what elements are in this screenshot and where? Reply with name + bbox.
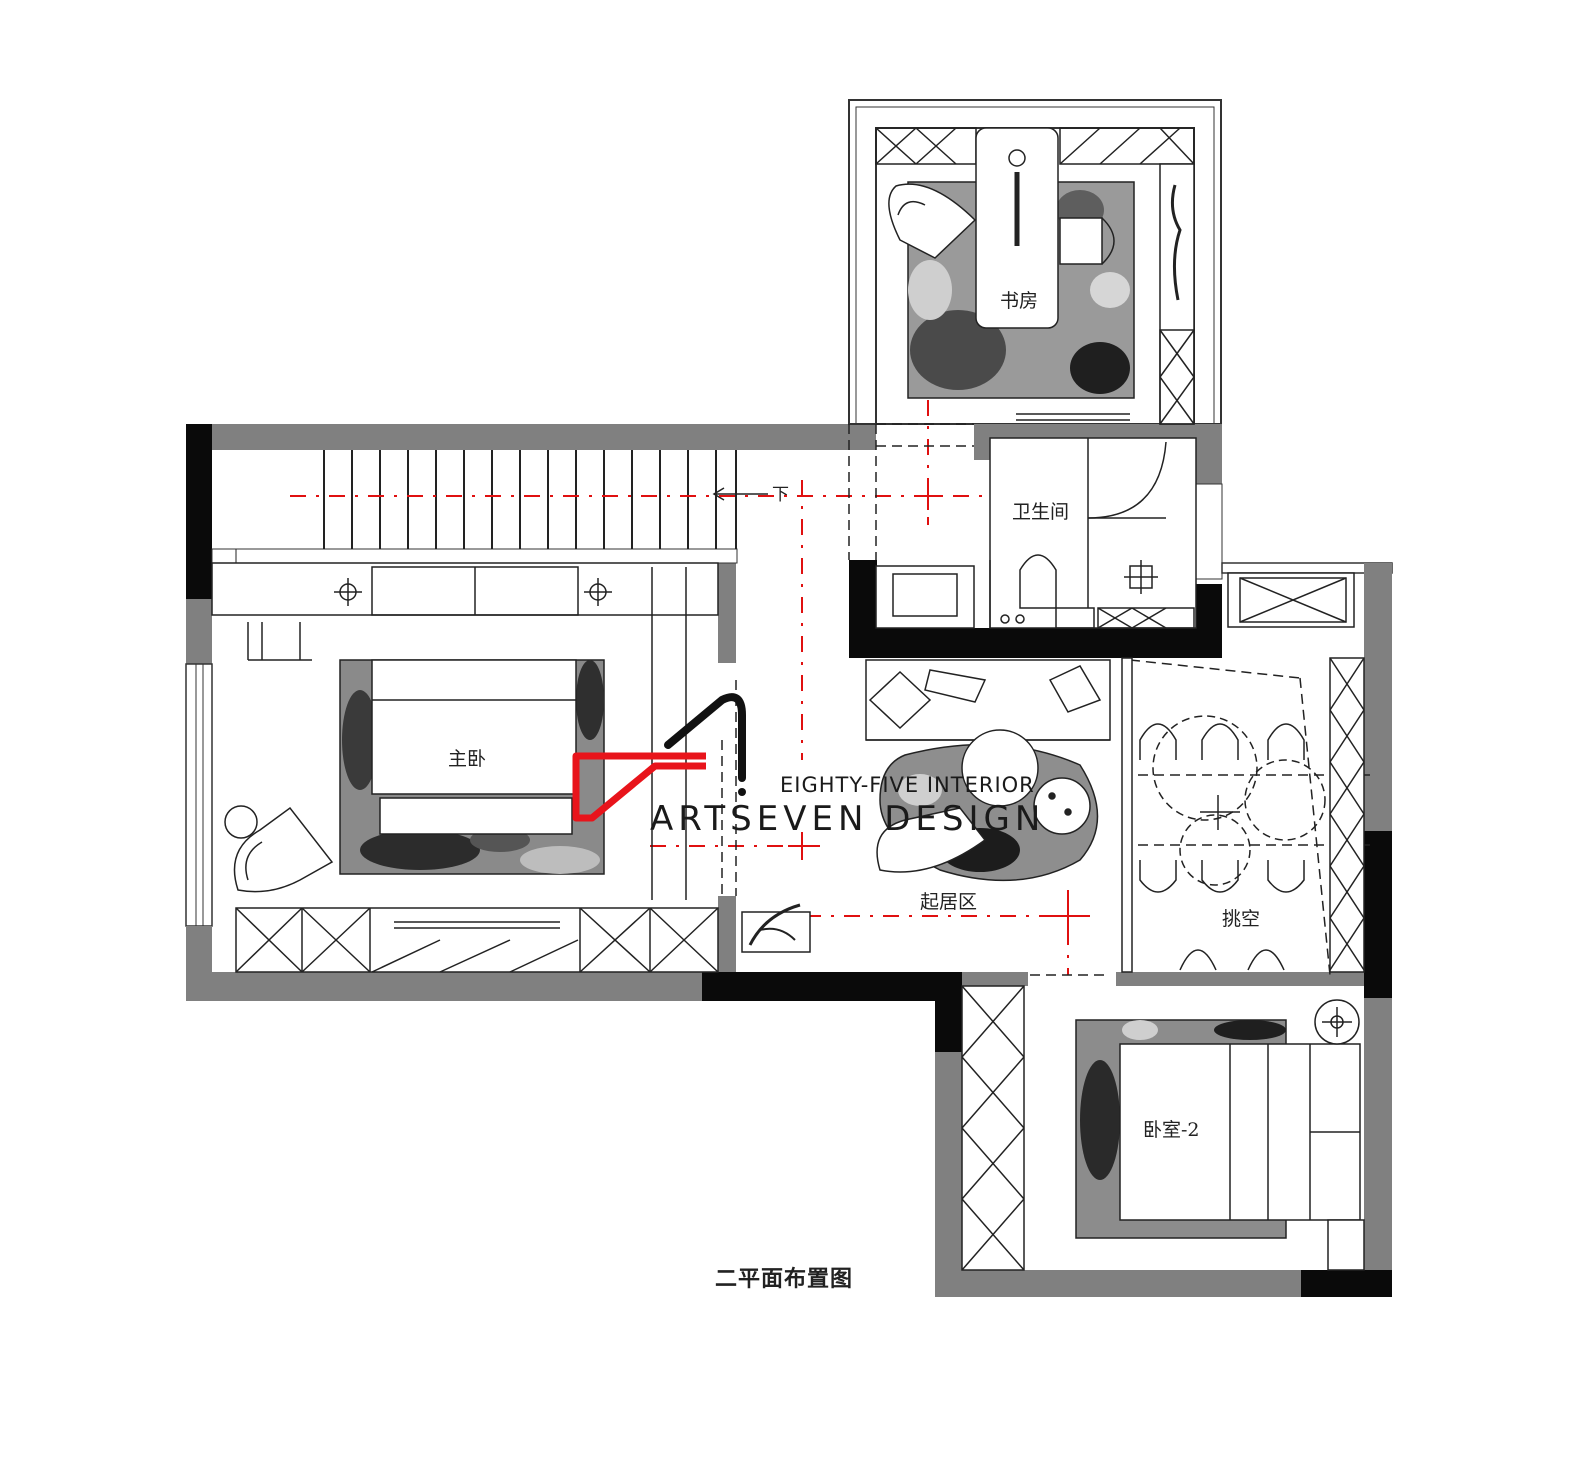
wall-bath-left <box>974 438 990 460</box>
logo-red-mark <box>572 752 706 822</box>
living-area-furniture <box>741 659 1111 953</box>
wall-bath-bottom <box>849 628 1221 658</box>
room-label-master-bedroom: 主卧 <box>448 748 486 770</box>
stair-direction-label: 下 <box>772 485 789 505</box>
room-label-study: 书房 <box>1000 290 1038 312</box>
wall-bath-bl <box>849 560 877 658</box>
room-label-living-area: 起居区 <box>920 891 977 913</box>
logo-black-mark <box>664 693 746 782</box>
walls <box>185 99 1393 1297</box>
void-area <box>1121 572 1365 973</box>
wall-bed2-left <box>935 1052 962 1297</box>
logo-line1: EIGHTY-FIVE INTERIOR <box>780 773 1035 797</box>
axis-crosses <box>788 482 1082 930</box>
wall-bed2-bottom <box>935 1270 1301 1297</box>
wall-master-top <box>211 548 738 564</box>
wall-bath-top <box>974 424 1222 438</box>
master-bedroom-furniture <box>211 562 719 973</box>
wall-bed2-top-right <box>1116 972 1364 986</box>
bathroom-fixtures <box>875 437 1197 629</box>
wall-bottom-black <box>702 972 962 1001</box>
wall-bath-br <box>1196 584 1222 658</box>
wall-bed2-right <box>1364 998 1392 1270</box>
wall-right-side <box>1364 563 1392 831</box>
wall-bottom-left <box>186 972 702 1001</box>
room-label-bathroom: 卫生间 <box>1012 501 1069 523</box>
room-label-bedroom-2: 卧室-2 <box>1143 1119 1200 1141</box>
plan-title: 二平面布置图 <box>715 1266 853 1292</box>
wall-master-right-low <box>718 896 736 972</box>
wall-top-left <box>186 424 876 450</box>
stairs <box>235 450 737 563</box>
wall-bed2-bottom-black <box>1301 1270 1392 1297</box>
room-label-void: 挑空 <box>1222 908 1260 930</box>
wall-right-black <box>1364 831 1392 998</box>
artseven-logo: EIGHTY-FIVE INTERIOR ARTSEVEN DESIGN <box>572 693 1045 839</box>
bedroom-2-furniture <box>961 985 1365 1271</box>
wall-left-window <box>185 663 213 927</box>
wall-bed2-top <box>962 972 1028 986</box>
study-furniture <box>875 127 1195 425</box>
wall-bed2-left-black <box>935 972 962 1052</box>
stair-arrow <box>712 487 768 501</box>
wall-left-top <box>186 424 212 599</box>
logo-line2: ARTSEVEN DESIGN <box>650 799 1045 839</box>
wall-master-right <box>718 563 736 663</box>
wall-left-mid <box>186 599 212 664</box>
